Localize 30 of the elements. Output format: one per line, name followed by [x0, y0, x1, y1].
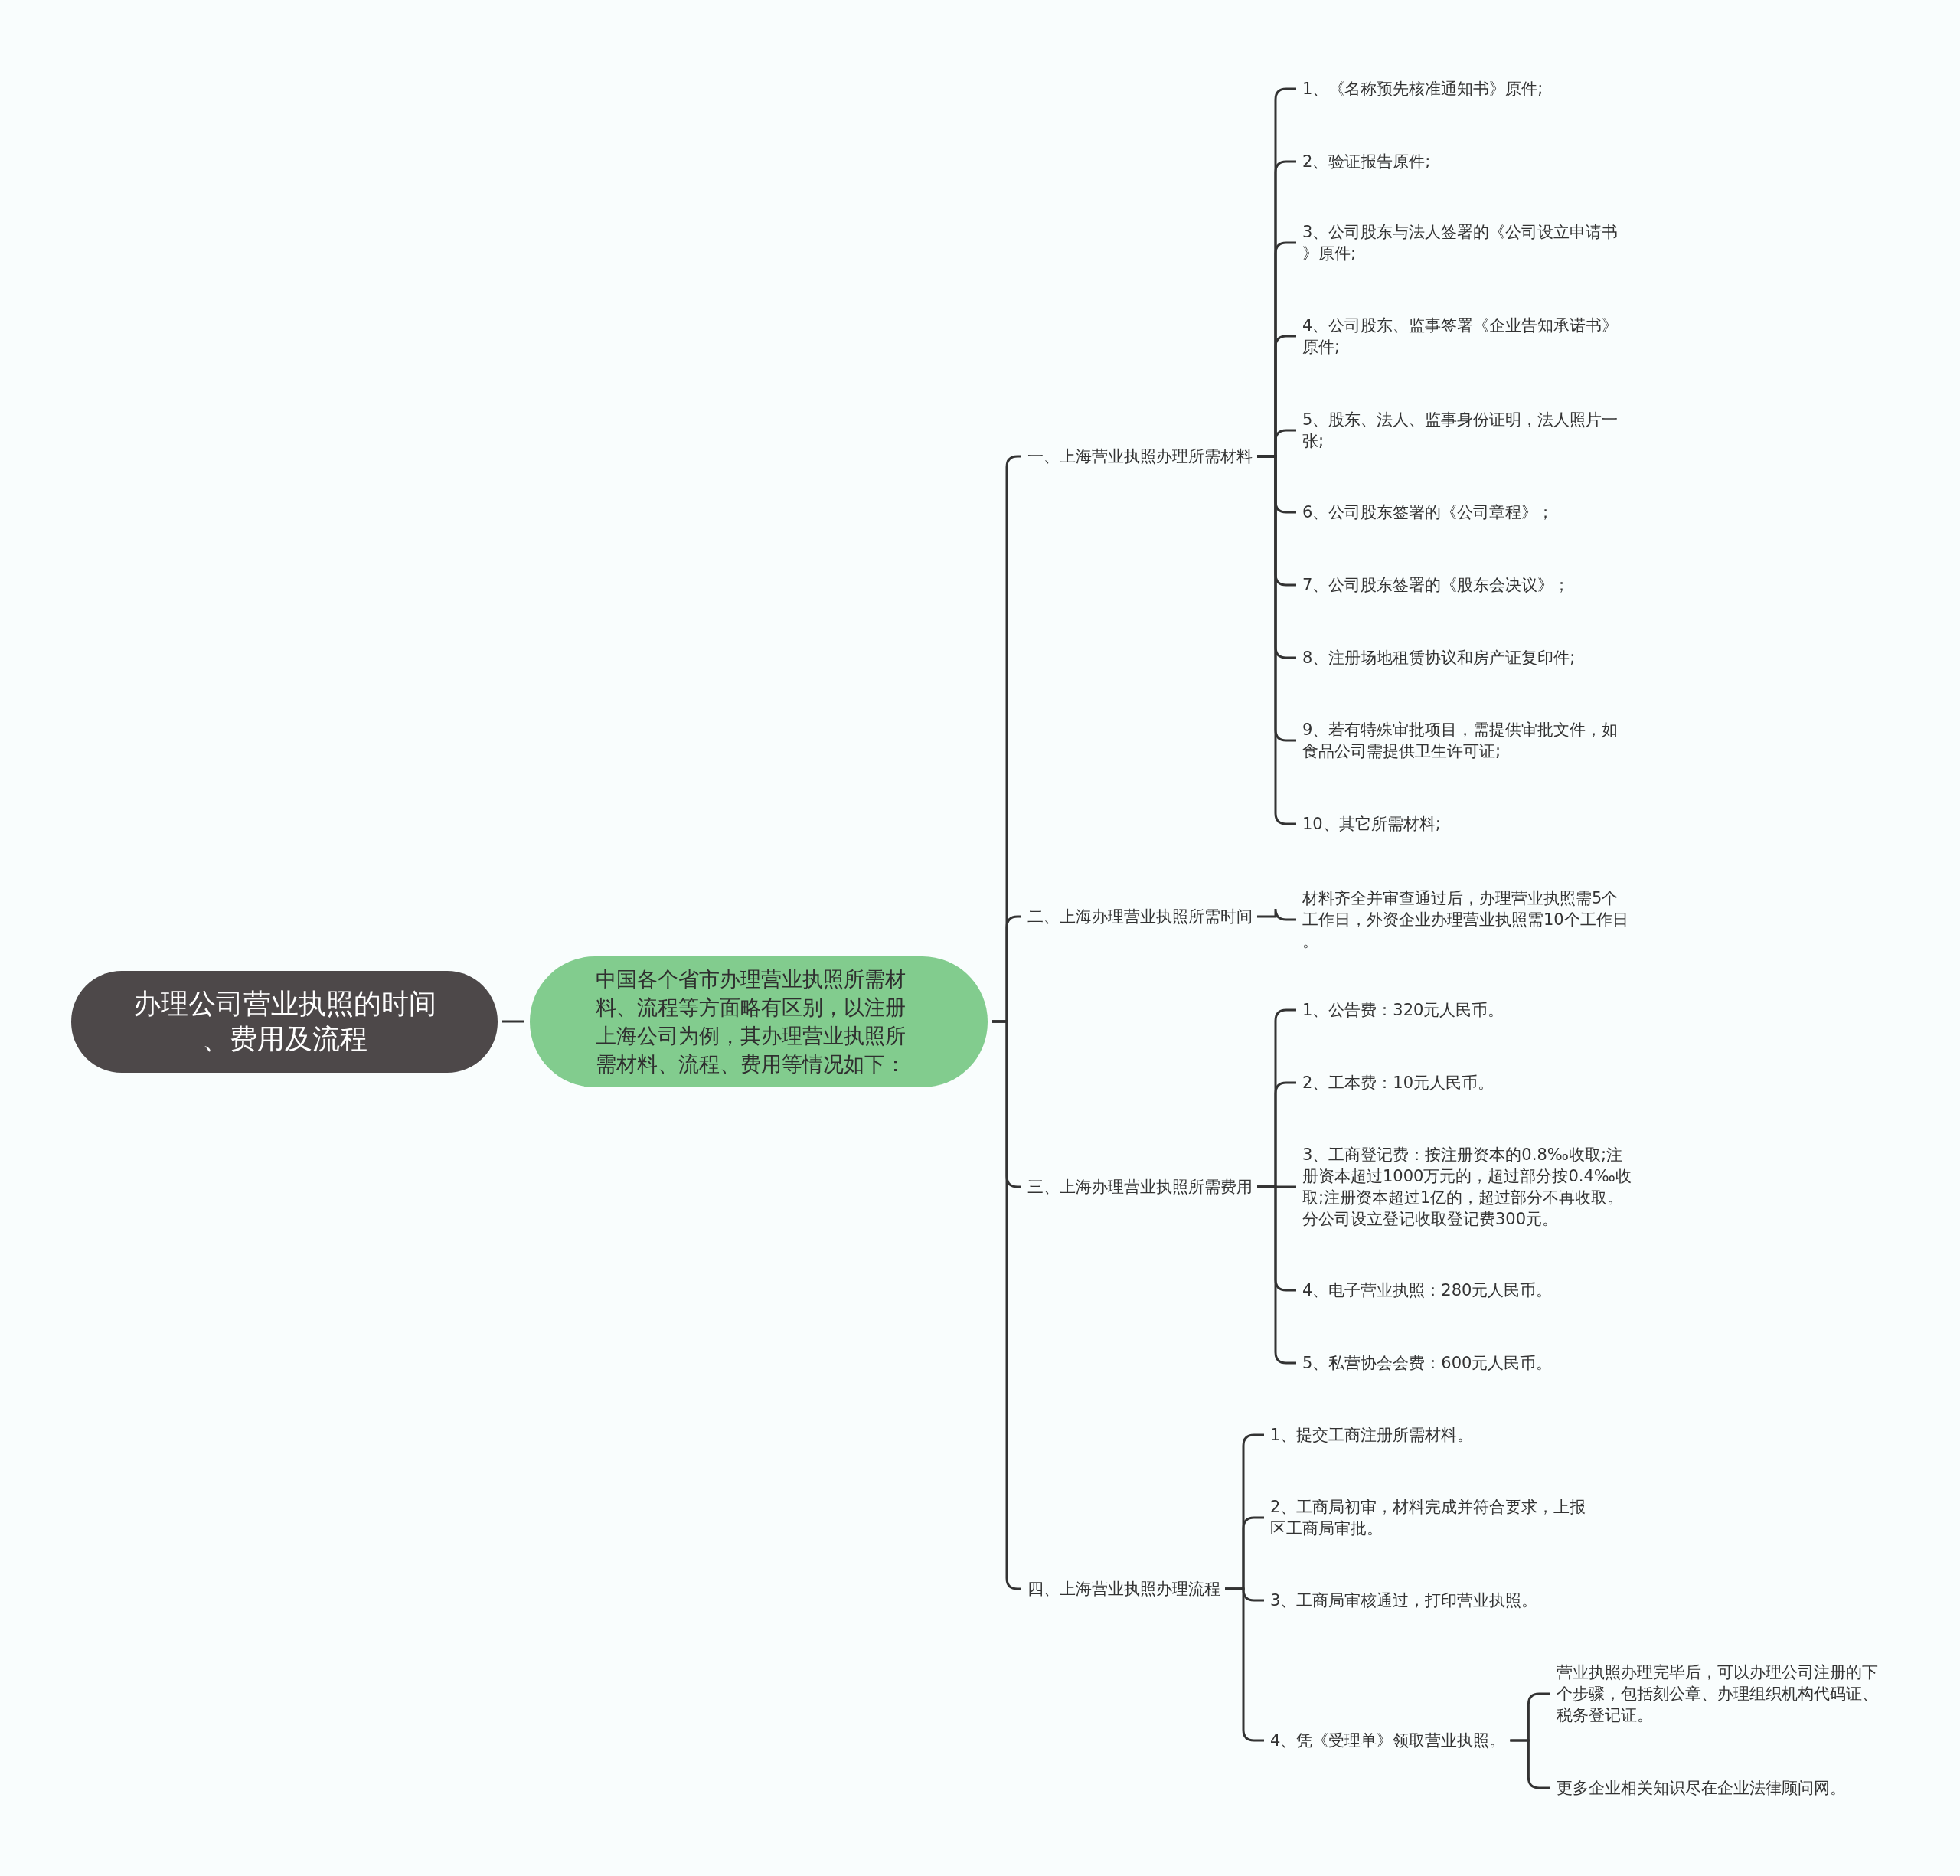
subtopic-text: 2、验证报告原件; [1302, 151, 1431, 172]
subtopic-text: 6、公司股东签署的《公司章程》； [1302, 502, 1554, 523]
central-topic: 办理公司营业执照的时间、费用及流程 [132, 987, 437, 1056]
subtopic-text: 1、公告费：320元人民币。 [1302, 999, 1504, 1021]
subtopic-text: 5、股东、法人、监事身份证明，法人照片一张; [1302, 409, 1633, 452]
subtopic-text: 2、工商局初审，材料完成并符合要求，上报区工商局审批。 [1270, 1496, 1601, 1539]
subtopic-text: 9、若有特殊审批项目，需提供审批文件，如食品公司需提供卫生许可证; [1302, 719, 1633, 762]
connector-line [1257, 907, 1296, 921]
subtopic-text: 2、工本费：10元人民币。 [1302, 1072, 1494, 1093]
subtopic-text: 8、注册场地租赁协议和房产证复印件; [1302, 647, 1576, 668]
connector-line [502, 1020, 524, 1023]
summary-topic: 中国各个省市办理营业执照所需材料、流程等方面略有区别，以注册上海公司为例，其办理营业执照所需材料、流程、费用等情况如下： [596, 966, 906, 1077]
subtopic-text: 3、工商登记费：按注册资本的0.8‰收取;注册资本超过1000万元的，超过部分按0.4‰收取;注册资本超过1亿的，超过部分不再收取。分公司设立登记收取登记费300元。 [1302, 1144, 1633, 1230]
branch-topic: 四、上海营业执照办理流程 [1027, 1578, 1220, 1600]
subtopic-text: 营业执照办理完毕后，可以办理公司注册的下个步骤，包括刻公章、办理组织机构代码证、税务登记证。 [1557, 1662, 1887, 1726]
subtopic-text: 材料齐全并审查通过后，办理营业执照需5个工作日，外资企业办理营业执照需10个工作日。 [1302, 887, 1633, 952]
subtopic-text: 1、提交工商注册所需材料。 [1270, 1424, 1474, 1446]
subtopic-text: 3、工商局审核通过，打印营业执照。 [1270, 1590, 1538, 1611]
subtopic-text: 4、电子营业执照：280元人民币。 [1302, 1280, 1553, 1301]
subtopic-text: 10、其它所需材料; [1302, 813, 1441, 835]
branch-topic: 一、上海营业执照办理所需材料 [1027, 446, 1253, 467]
subtopic-text: 7、公司股东签署的《股东会决议》； [1302, 574, 1570, 596]
branch-topic: 三、上海办理营业执照所需费用 [1027, 1176, 1253, 1198]
subtopic-text: 4、凭《受理单》领取营业执照。 [1270, 1730, 1506, 1751]
subtopic-text: 4、公司股东、监事签署《企业告知承诺书》原件; [1302, 315, 1633, 358]
branch-topic: 二、上海办理营业执照所需时间 [1027, 906, 1253, 927]
subtopic-text: 5、私营协会会费：600元人民币。 [1302, 1352, 1553, 1374]
subtopic-text: 3、公司股东与法人签署的《公司设立申请书》原件; [1302, 221, 1633, 264]
subtopic-text: 更多企业相关知识尽在企业法律顾问网。 [1557, 1777, 1846, 1799]
subtopic-text: 1、《名称预先核准通知书》原件; [1302, 78, 1544, 100]
